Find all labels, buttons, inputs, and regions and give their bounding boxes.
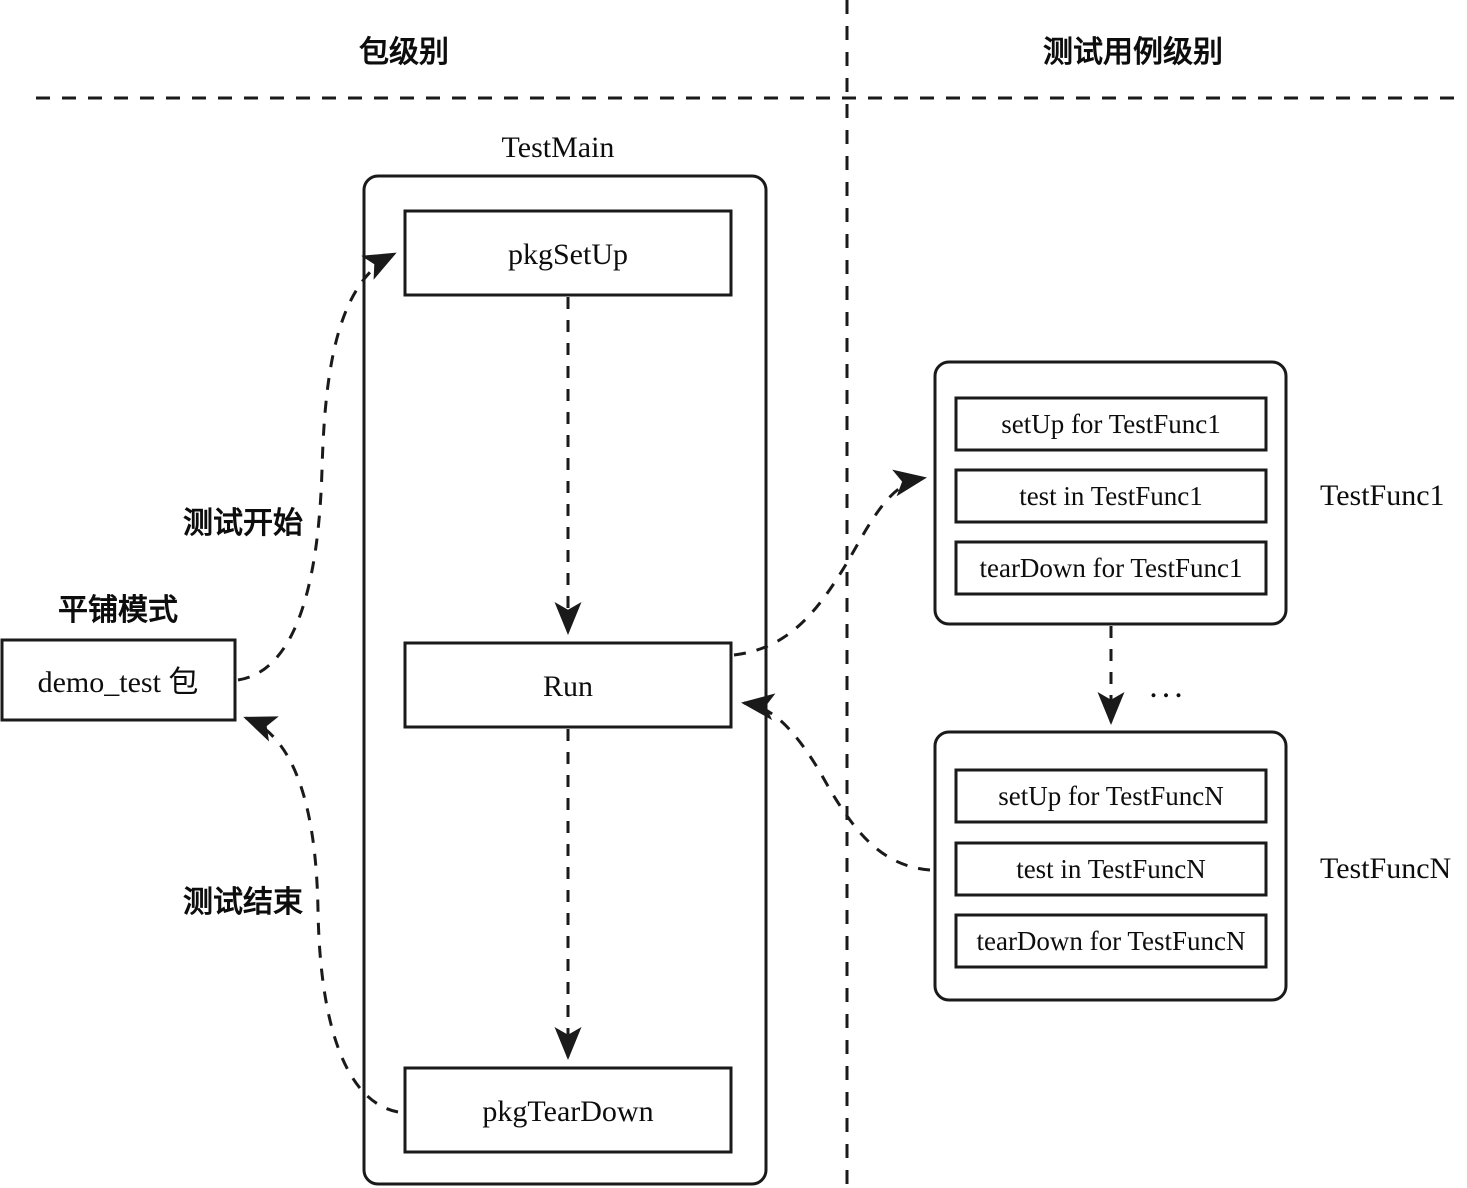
testfuncn-test-label: test in TestFuncN [1016, 854, 1206, 884]
testfuncn-group [933, 730, 1288, 1002]
pkgsetup-box[interactable] [403, 209, 733, 297]
testmain-container [362, 174, 768, 1186]
testfuncn-teardown-box[interactable] [954, 913, 1268, 969]
testfuncn-setup-box[interactable] [954, 768, 1268, 824]
testfuncn-setup-label: setUp for TestFuncN [998, 781, 1224, 811]
pkgteardown-box[interactable] [403, 1066, 733, 1154]
arrow-run-to-testfunc1 [733, 469, 927, 657]
testfuncn-teardown-label: tearDown for TestFuncN [976, 926, 1245, 956]
arrow-testfuncn-to-run [741, 693, 931, 872]
pkgsetup-label: pkgSetUp [508, 238, 628, 271]
testfuncn-side-label: TestFuncN [1320, 852, 1451, 885]
test-end-label: 测试结束 [183, 885, 303, 920]
testfunc1-teardown-label: tearDown for TestFunc1 [979, 553, 1242, 583]
flat-mode-label: 平铺模式 [58, 593, 178, 628]
testfuncn-test-box[interactable] [954, 841, 1268, 897]
arrow-test-start [237, 252, 397, 682]
testfunc1-setup-label: setUp for TestFunc1 [1001, 409, 1221, 439]
testfunc1-side-label: TestFunc1 [1320, 479, 1445, 512]
header-testcase-level: 测试用例级别 [1043, 35, 1223, 70]
header-package-level: 包级别 [359, 35, 449, 70]
testfunc1-setup-box[interactable] [954, 396, 1268, 452]
demo-test-package-label: demo_test 包 [38, 666, 199, 699]
arrow-test-end [243, 716, 399, 1114]
testfunc1-test-label: test in TestFunc1 [1019, 481, 1203, 511]
demo-test-package-box[interactable] [0, 638, 237, 722]
test-start-label: 测试开始 [183, 506, 303, 541]
pkgteardown-label: pkgTearDown [482, 1095, 653, 1128]
testfunc1-teardown-box[interactable] [954, 540, 1268, 596]
run-box[interactable] [403, 641, 733, 729]
testfunc1-test-box[interactable] [954, 468, 1268, 524]
testfunc1-group [933, 360, 1288, 626]
run-label: Run [543, 670, 593, 703]
testmain-title: TestMain [502, 131, 615, 164]
groups-ellipsis: ... [1149, 668, 1187, 705]
